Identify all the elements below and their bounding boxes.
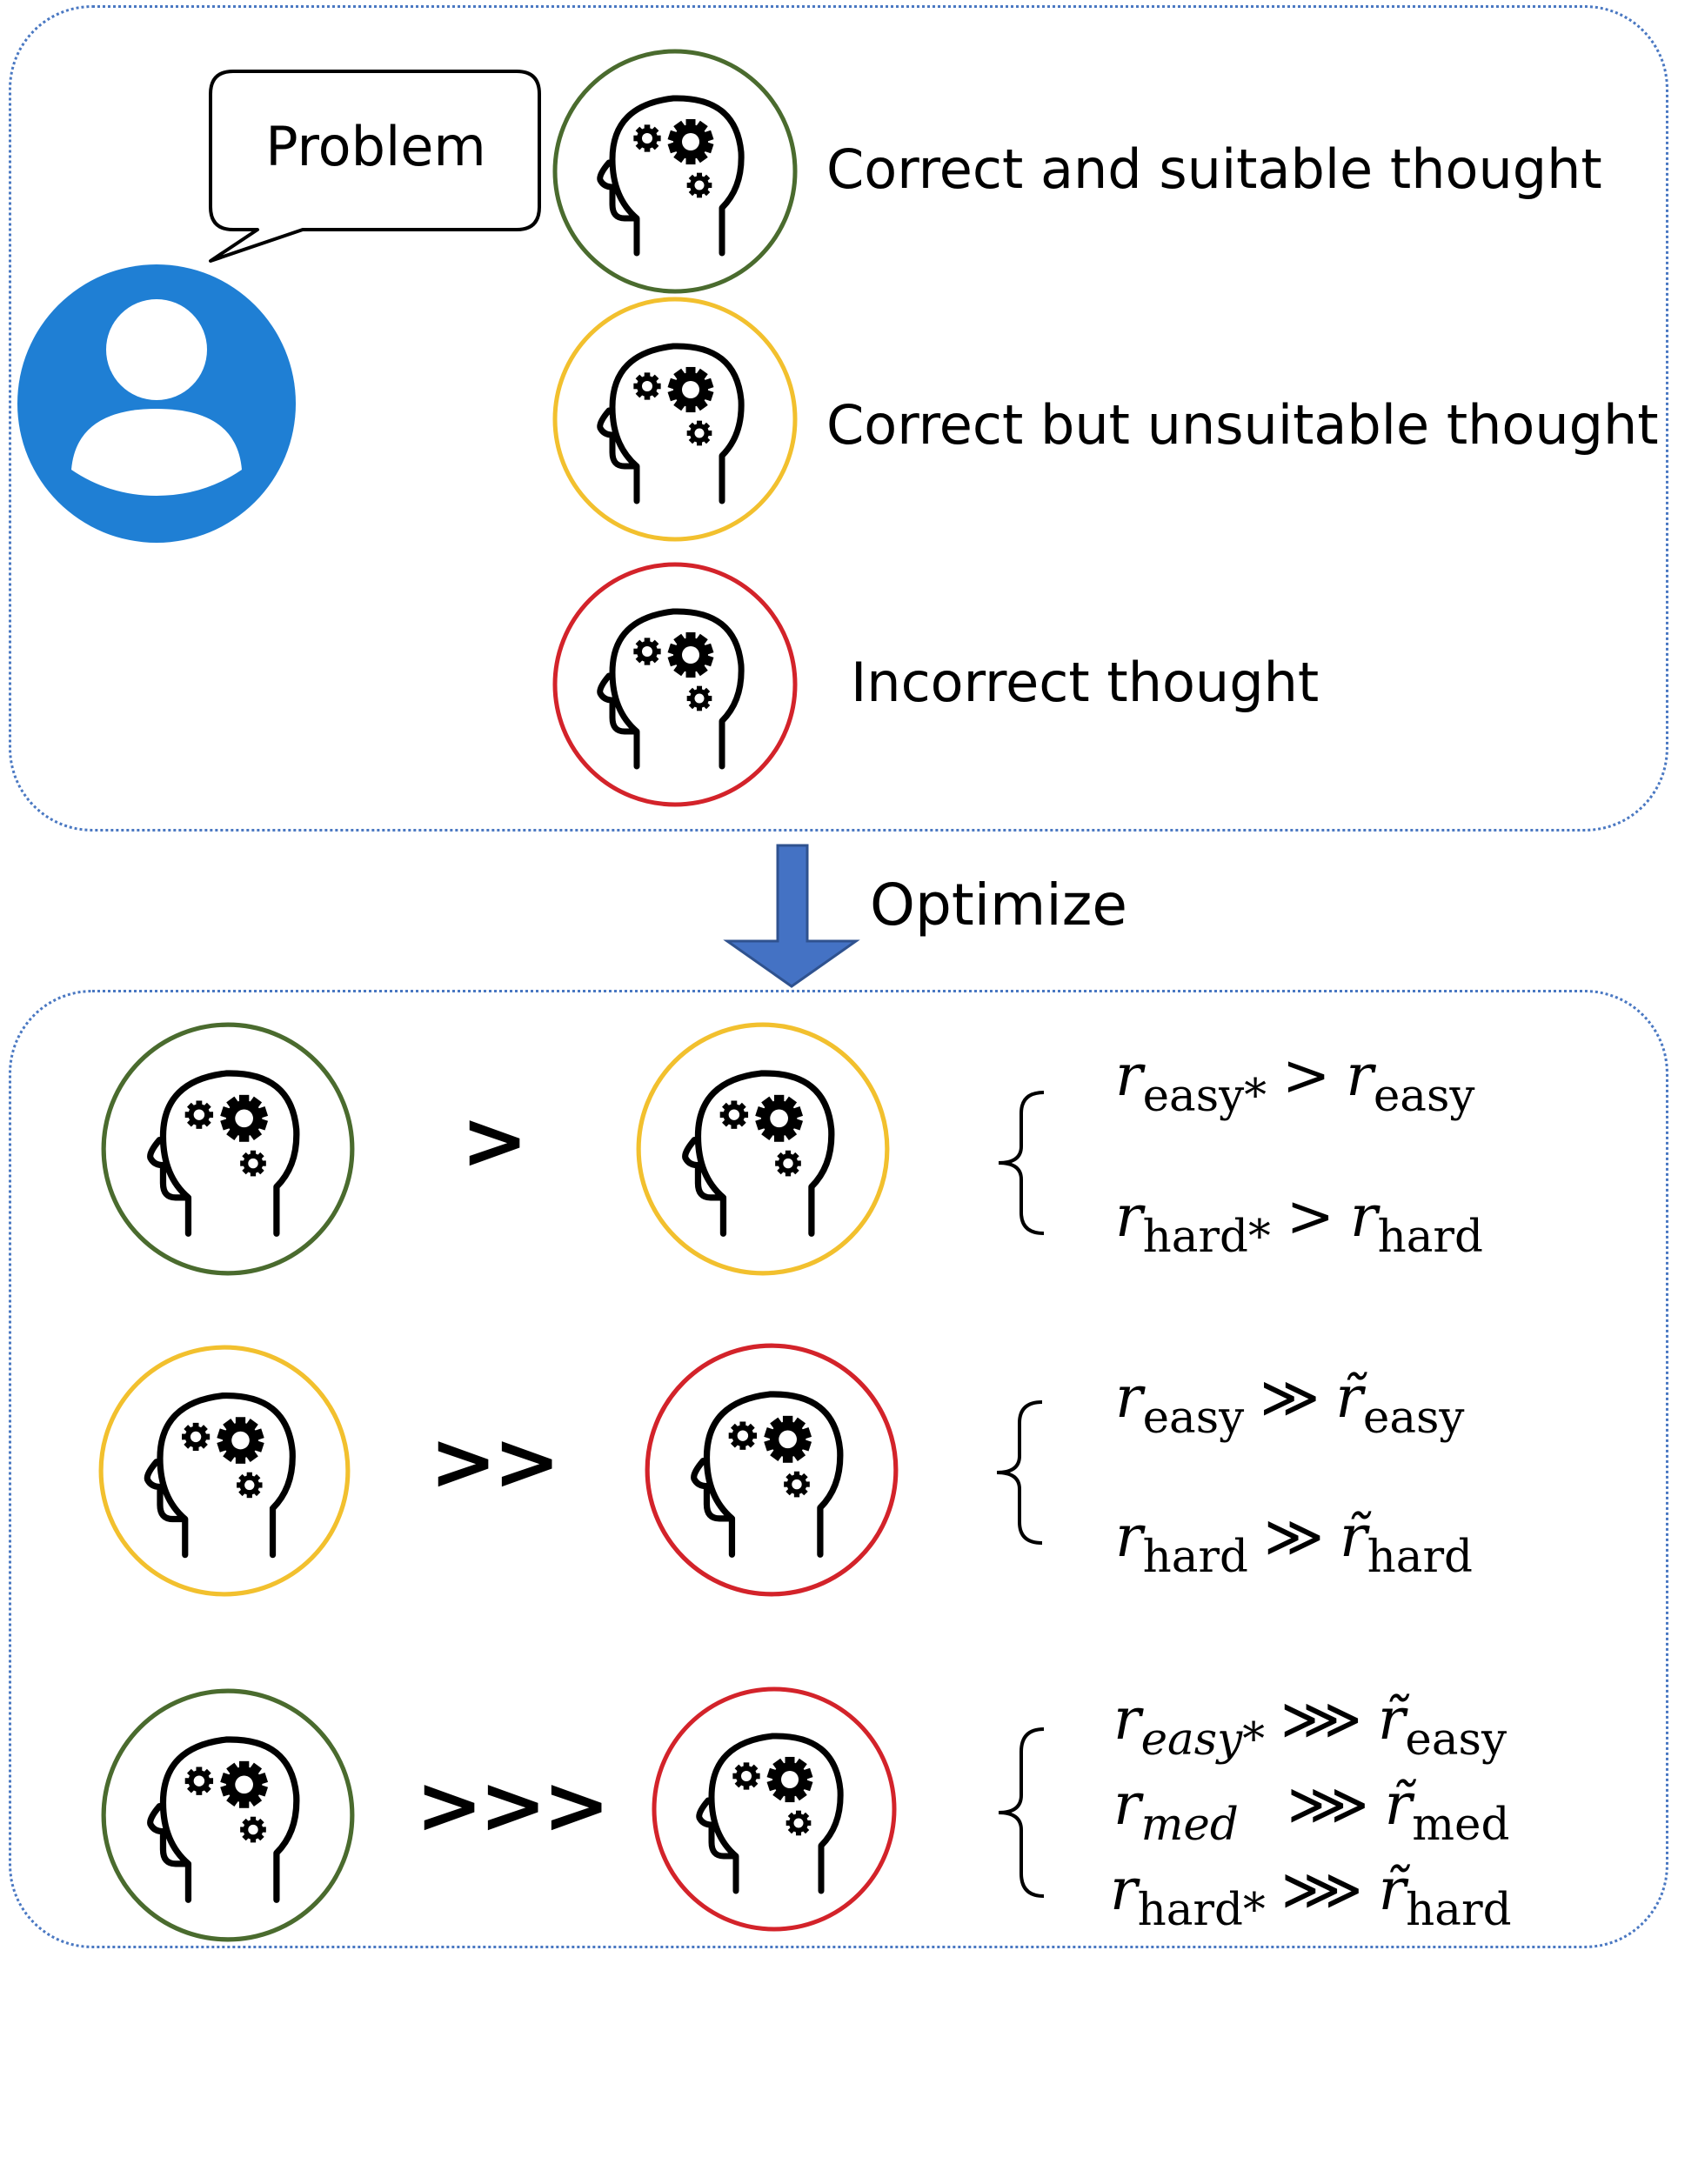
row3-rel2-lhs-sub: med	[1140, 1799, 1239, 1852]
row1-rel2-op: >	[1286, 1183, 1334, 1250]
row2-rel1-lhs: r	[1115, 1364, 1143, 1431]
top-panel	[9, 5, 1668, 832]
row3-rel1-op: ⋙	[1280, 1686, 1362, 1753]
thought-icon-incorrect	[552, 562, 798, 807]
row3-rel2-op: ⋙	[1287, 1771, 1369, 1838]
row2-rel2-op: ≫	[1263, 1503, 1325, 1570]
row3-brace-icon	[998, 1727, 1045, 1898]
row3-rel1-lhs-sub: easy*	[1140, 1713, 1265, 1767]
thought-icon-correct-suitable	[552, 49, 798, 294]
problem-label: Problem	[265, 115, 486, 178]
row3-left-thought-icon	[101, 1688, 355, 1942]
row1-rel1-rhs-sub: easy	[1373, 1070, 1475, 1123]
row3-right-thought-icon	[652, 1686, 897, 1932]
row2-relation-2: rhard≫r̃hard	[1115, 1503, 1473, 1580]
row2-rel2-lhs: r	[1115, 1503, 1143, 1570]
row1-rel1-rhs: r	[1346, 1042, 1374, 1109]
row3-relation-1: reasy*⋙r̃easy	[1113, 1686, 1507, 1762]
row1-rel2-lhs: r	[1115, 1183, 1143, 1250]
speech-bubble-icon	[209, 70, 541, 263]
row2-rel2-lhs-sub: hard	[1142, 1531, 1248, 1584]
row3-rel2-rhs-sub: med	[1412, 1799, 1510, 1852]
thought-label-incorrect: Incorrect thought	[851, 651, 1320, 714]
row3-rel2-rhs: r̃	[1384, 1771, 1413, 1838]
row1-comparison-symbol: >	[461, 1094, 528, 1187]
row1-right-thought-icon	[636, 1022, 890, 1276]
row1-left-thought-icon	[101, 1022, 355, 1276]
row1-rel2-lhs-sub: hard*	[1142, 1211, 1271, 1264]
row2-left-thought-icon	[98, 1345, 351, 1597]
row3-rel3-rhs-sub: hard	[1406, 1884, 1512, 1937]
row3-rel3-rhs: r̃	[1378, 1856, 1407, 1923]
row3-rel3-lhs: r	[1110, 1856, 1138, 1923]
down-arrow-icon	[723, 844, 860, 988]
row1-rel2-rhs: r	[1350, 1183, 1378, 1250]
row3-rel1-lhs: r	[1113, 1686, 1141, 1753]
row1-rel1-lhs-sub: easy*	[1142, 1070, 1267, 1123]
row3-rel3-lhs-sub: hard*	[1137, 1884, 1266, 1937]
row1-relation-1: reasy*>reasy	[1115, 1042, 1474, 1119]
row2-rel2-rhs-sub: hard	[1367, 1531, 1473, 1584]
row2-rel2-rhs: r̃	[1340, 1503, 1367, 1570]
row3-rel2-lhs: r	[1113, 1771, 1141, 1838]
row1-rel1-op: >	[1281, 1042, 1331, 1109]
row3-rel1-rhs: r̃	[1377, 1686, 1406, 1753]
thought-icon-correct-unsuitable	[552, 297, 798, 542]
row1-brace-icon	[998, 1091, 1045, 1235]
row2-comparison-symbol: >>	[430, 1415, 560, 1508]
row1-rel1-lhs: r	[1115, 1042, 1143, 1109]
row2-rel1-op: ≫	[1260, 1364, 1320, 1431]
row3-rel3-op: ⋙	[1280, 1856, 1363, 1923]
row2-rel1-rhs: r̃	[1335, 1364, 1363, 1431]
row1-rel2-rhs-sub: hard	[1377, 1211, 1483, 1264]
optimize-label: Optimize	[870, 872, 1127, 938]
row2-relation-1: reasy≫r̃easy	[1115, 1364, 1465, 1440]
row3-relation-3: rhard*⋙r̃hard	[1110, 1856, 1512, 1933]
bottom-panel	[9, 990, 1668, 1948]
row2-brace-icon	[996, 1400, 1043, 1545]
thought-label-correct-suitable: Correct and suitable thought	[826, 137, 1602, 201]
user-avatar-icon	[17, 264, 296, 543]
row3-rel1-rhs-sub: easy	[1405, 1713, 1507, 1767]
row2-rel1-rhs-sub: easy	[1362, 1392, 1465, 1445]
thought-label-correct-unsuitable: Correct but unsuitable thought	[826, 393, 1659, 457]
row1-relation-2: rhard*>rhard	[1115, 1183, 1483, 1259]
row3-relation-2: rmed⋙r̃med	[1113, 1771, 1509, 1847]
row2-rel1-lhs-sub: easy	[1142, 1392, 1245, 1445]
row2-right-thought-icon	[645, 1343, 899, 1597]
row3-comparison-symbol: >>>	[416, 1759, 610, 1852]
